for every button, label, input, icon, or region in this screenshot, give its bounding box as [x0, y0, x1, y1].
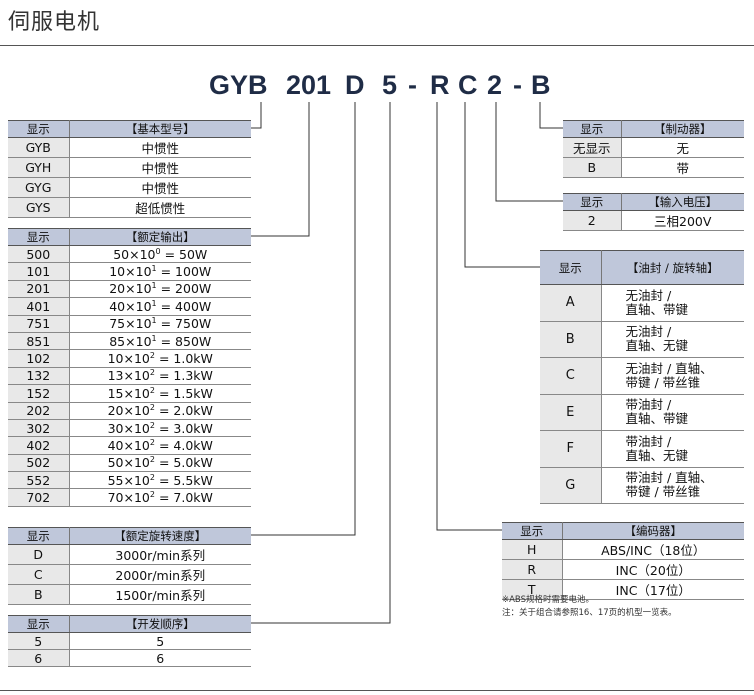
note-combination: 注：关于组合请参照16、17页的机型一览表。 [502, 608, 677, 618]
code-oil-seal-shaft: C [458, 70, 478, 100]
note-battery: ※ABS规格时需要电池。 [502, 595, 595, 605]
header-code: 显示 [563, 193, 622, 211]
connector-basic-model [251, 102, 262, 129]
code-separator-2: - [513, 70, 522, 100]
header-code: 显示 [8, 527, 70, 545]
code-separator-1: - [408, 70, 417, 100]
header-code: 显示 [563, 120, 622, 138]
header-title: 【额定旋转速度】 [69, 527, 251, 545]
header-title: 【基本型号】 [69, 120, 251, 138]
header-code: 显示 [8, 120, 70, 138]
header-title: 【编码器】 [562, 522, 744, 540]
connector-dev-order [251, 102, 391, 624]
header-title: 【输入电压】 [621, 193, 744, 211]
code-input-voltage: 2 [487, 70, 503, 100]
code-encoder: R [430, 70, 450, 100]
top-divider [0, 45, 754, 46]
header-code: 显示 [8, 228, 70, 246]
header-title: 【开发顺序】 [69, 615, 251, 633]
header-title: 【额定输出】 [69, 228, 251, 246]
connector-brake [539, 102, 563, 129]
connector-encoder [436, 102, 502, 531]
header-title: 【制动器】 [621, 120, 744, 138]
footnotes: ※ABS规格时需要电池。 注：关于组合请参照16、17页的机型一览表。 [502, 594, 677, 620]
code-rated-speed: D [345, 70, 365, 100]
connector-oil-seal-shaft [464, 102, 540, 268]
page-title: 伺服电机 [8, 10, 101, 35]
connector-rated-output [251, 102, 310, 237]
code-dev-order: 5 [382, 70, 398, 100]
table-row: 无显示无 [563, 137, 744, 158]
code-rated-output: 201 [286, 70, 332, 100]
code-brake: B [531, 70, 551, 100]
connector-rated-speed [251, 102, 356, 536]
header-title: 【油封 / 旋转轴】 [601, 250, 744, 285]
code-basic-model: GYB [209, 70, 268, 100]
connector-input-voltage [495, 102, 563, 202]
header-code: 显示 [502, 522, 563, 540]
bottom-divider [0, 690, 754, 691]
header-code: 显示 [8, 615, 70, 633]
header-code: 显示 [540, 250, 602, 285]
